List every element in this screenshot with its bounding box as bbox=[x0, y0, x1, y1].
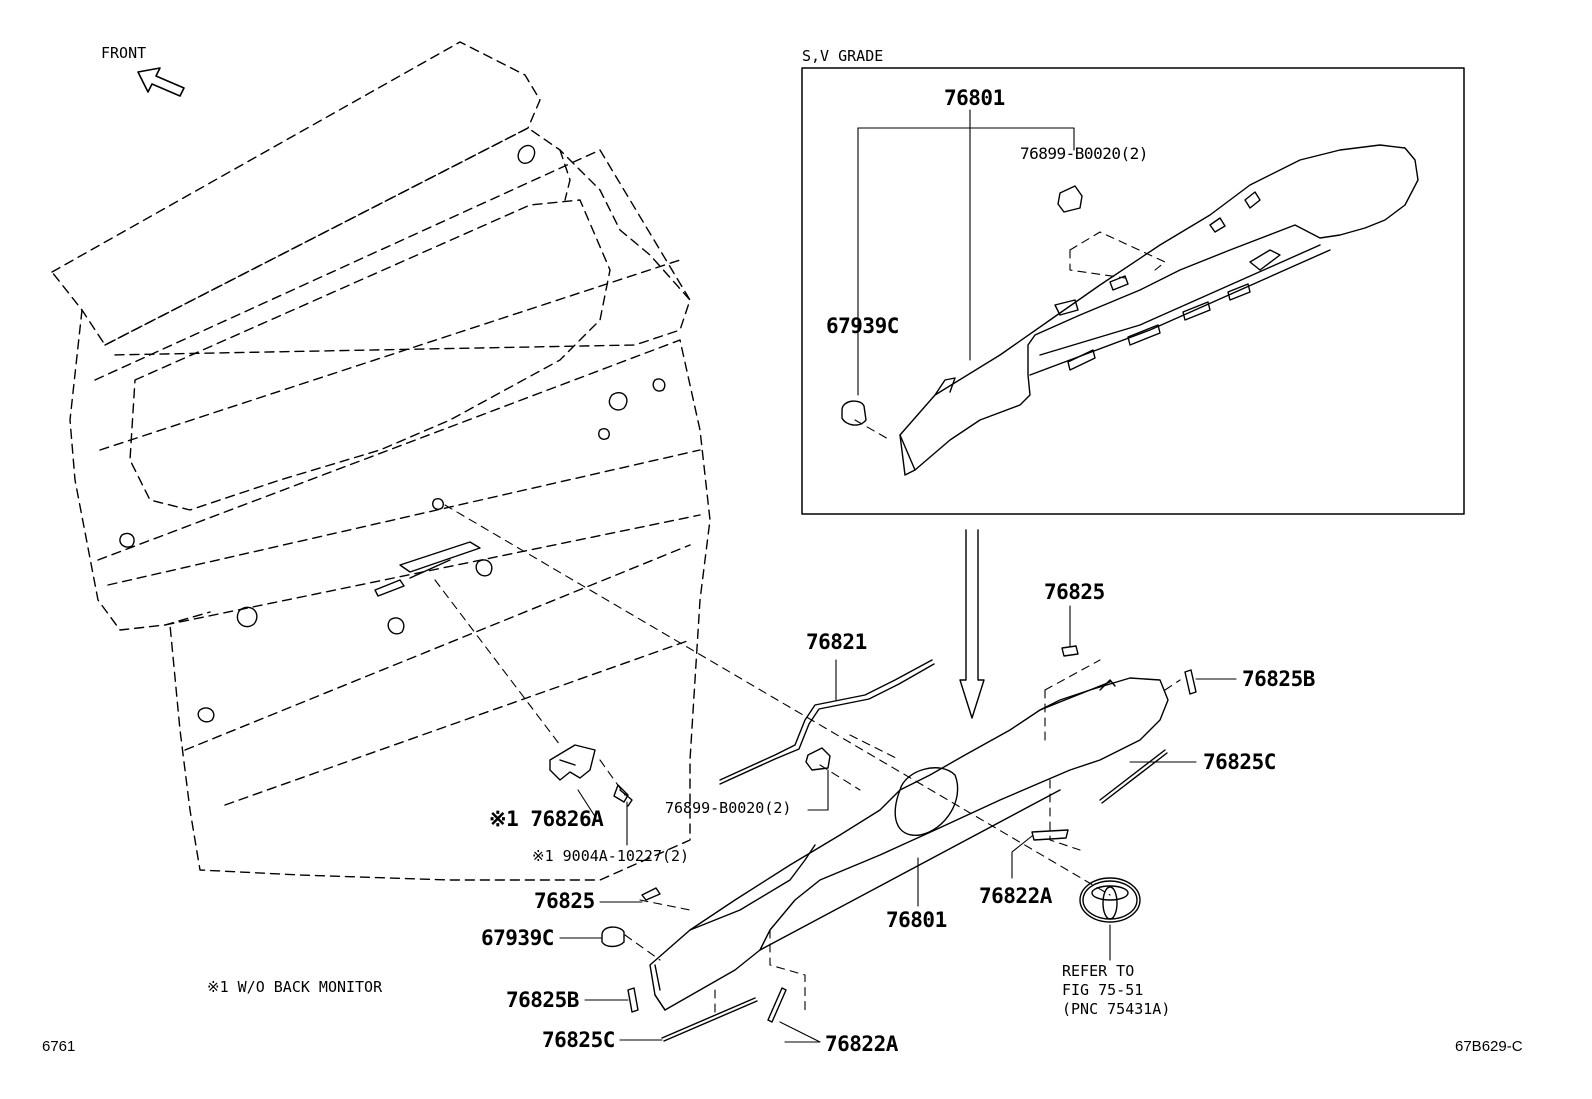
label-leaders bbox=[559, 605, 1237, 1043]
molding-76821-icon bbox=[719, 659, 935, 785]
label-76822a-mid: 76822A bbox=[979, 884, 1052, 908]
label-67939c: 67939C bbox=[481, 926, 554, 950]
toyota-emblem-icon bbox=[1079, 877, 1141, 923]
transfer-arrow bbox=[959, 529, 985, 719]
inset-clip-67939c-icon bbox=[841, 400, 867, 426]
strip-76825c-left-icon bbox=[661, 997, 758, 1042]
clip-76825-top-icon bbox=[1061, 645, 1079, 657]
strip-76825c-right-icon bbox=[1099, 749, 1168, 804]
back-door-panel bbox=[51, 41, 711, 881]
strip-76822a-bottom-icon bbox=[767, 987, 787, 1023]
label-76801: 76801 bbox=[886, 908, 947, 932]
label-76822a-bottom: 76822A bbox=[825, 1032, 898, 1056]
main-garnish bbox=[649, 677, 1169, 1011]
label-76826a: ※1 76826A bbox=[489, 807, 604, 831]
back-door-details bbox=[119, 144, 666, 723]
inset-label-76899: 76899-B0020(2) bbox=[1020, 144, 1148, 163]
label-76825c-left: 76825C bbox=[542, 1028, 615, 1052]
inset-label-76801: 76801 bbox=[944, 86, 1005, 110]
strip-76822a-mid-icon bbox=[1031, 829, 1069, 841]
lamp-76826a-icon bbox=[549, 744, 596, 781]
label-76899: 76899-B0020(2) bbox=[665, 799, 792, 817]
screw-9004a-icon bbox=[613, 784, 633, 807]
label-76821: 76821 bbox=[806, 630, 867, 654]
inset-label-67939c: 67939C bbox=[826, 314, 899, 338]
front-arrow-icon bbox=[137, 67, 185, 97]
label-9004a: ※1 9004A-10227(2) bbox=[532, 847, 690, 865]
clip-76899-icon bbox=[805, 747, 831, 771]
label-76825b-right: 76825B bbox=[1242, 667, 1315, 691]
page-code: 6761 bbox=[42, 1038, 76, 1055]
inset-title: S,V GRADE bbox=[802, 47, 884, 65]
clip-76825-left-icon bbox=[641, 887, 661, 901]
inset-garnish bbox=[899, 144, 1419, 476]
clip-76825b-right-icon bbox=[1184, 669, 1197, 695]
inset-clip-76899-icon bbox=[1057, 185, 1083, 213]
figure-code: 67B629-C bbox=[1455, 1038, 1523, 1055]
clip-76825b-left-icon bbox=[627, 987, 639, 1013]
label-76825-top: 76825 bbox=[1044, 580, 1105, 604]
refer-note: REFER TO FIG 75-51 (PNC 75431A) bbox=[1062, 962, 1171, 1018]
clip-67939c-icon bbox=[601, 926, 625, 948]
label-76825c-right: 76825C bbox=[1203, 750, 1276, 774]
label-76825b-left: 76825B bbox=[506, 988, 579, 1012]
label-76825-left: 76825 bbox=[534, 889, 595, 913]
footnote: ※1 W/O BACK MONITOR bbox=[207, 978, 383, 996]
inset-box bbox=[801, 67, 1465, 515]
inset-leaders bbox=[857, 109, 1075, 396]
front-label: FRONT bbox=[101, 44, 147, 62]
